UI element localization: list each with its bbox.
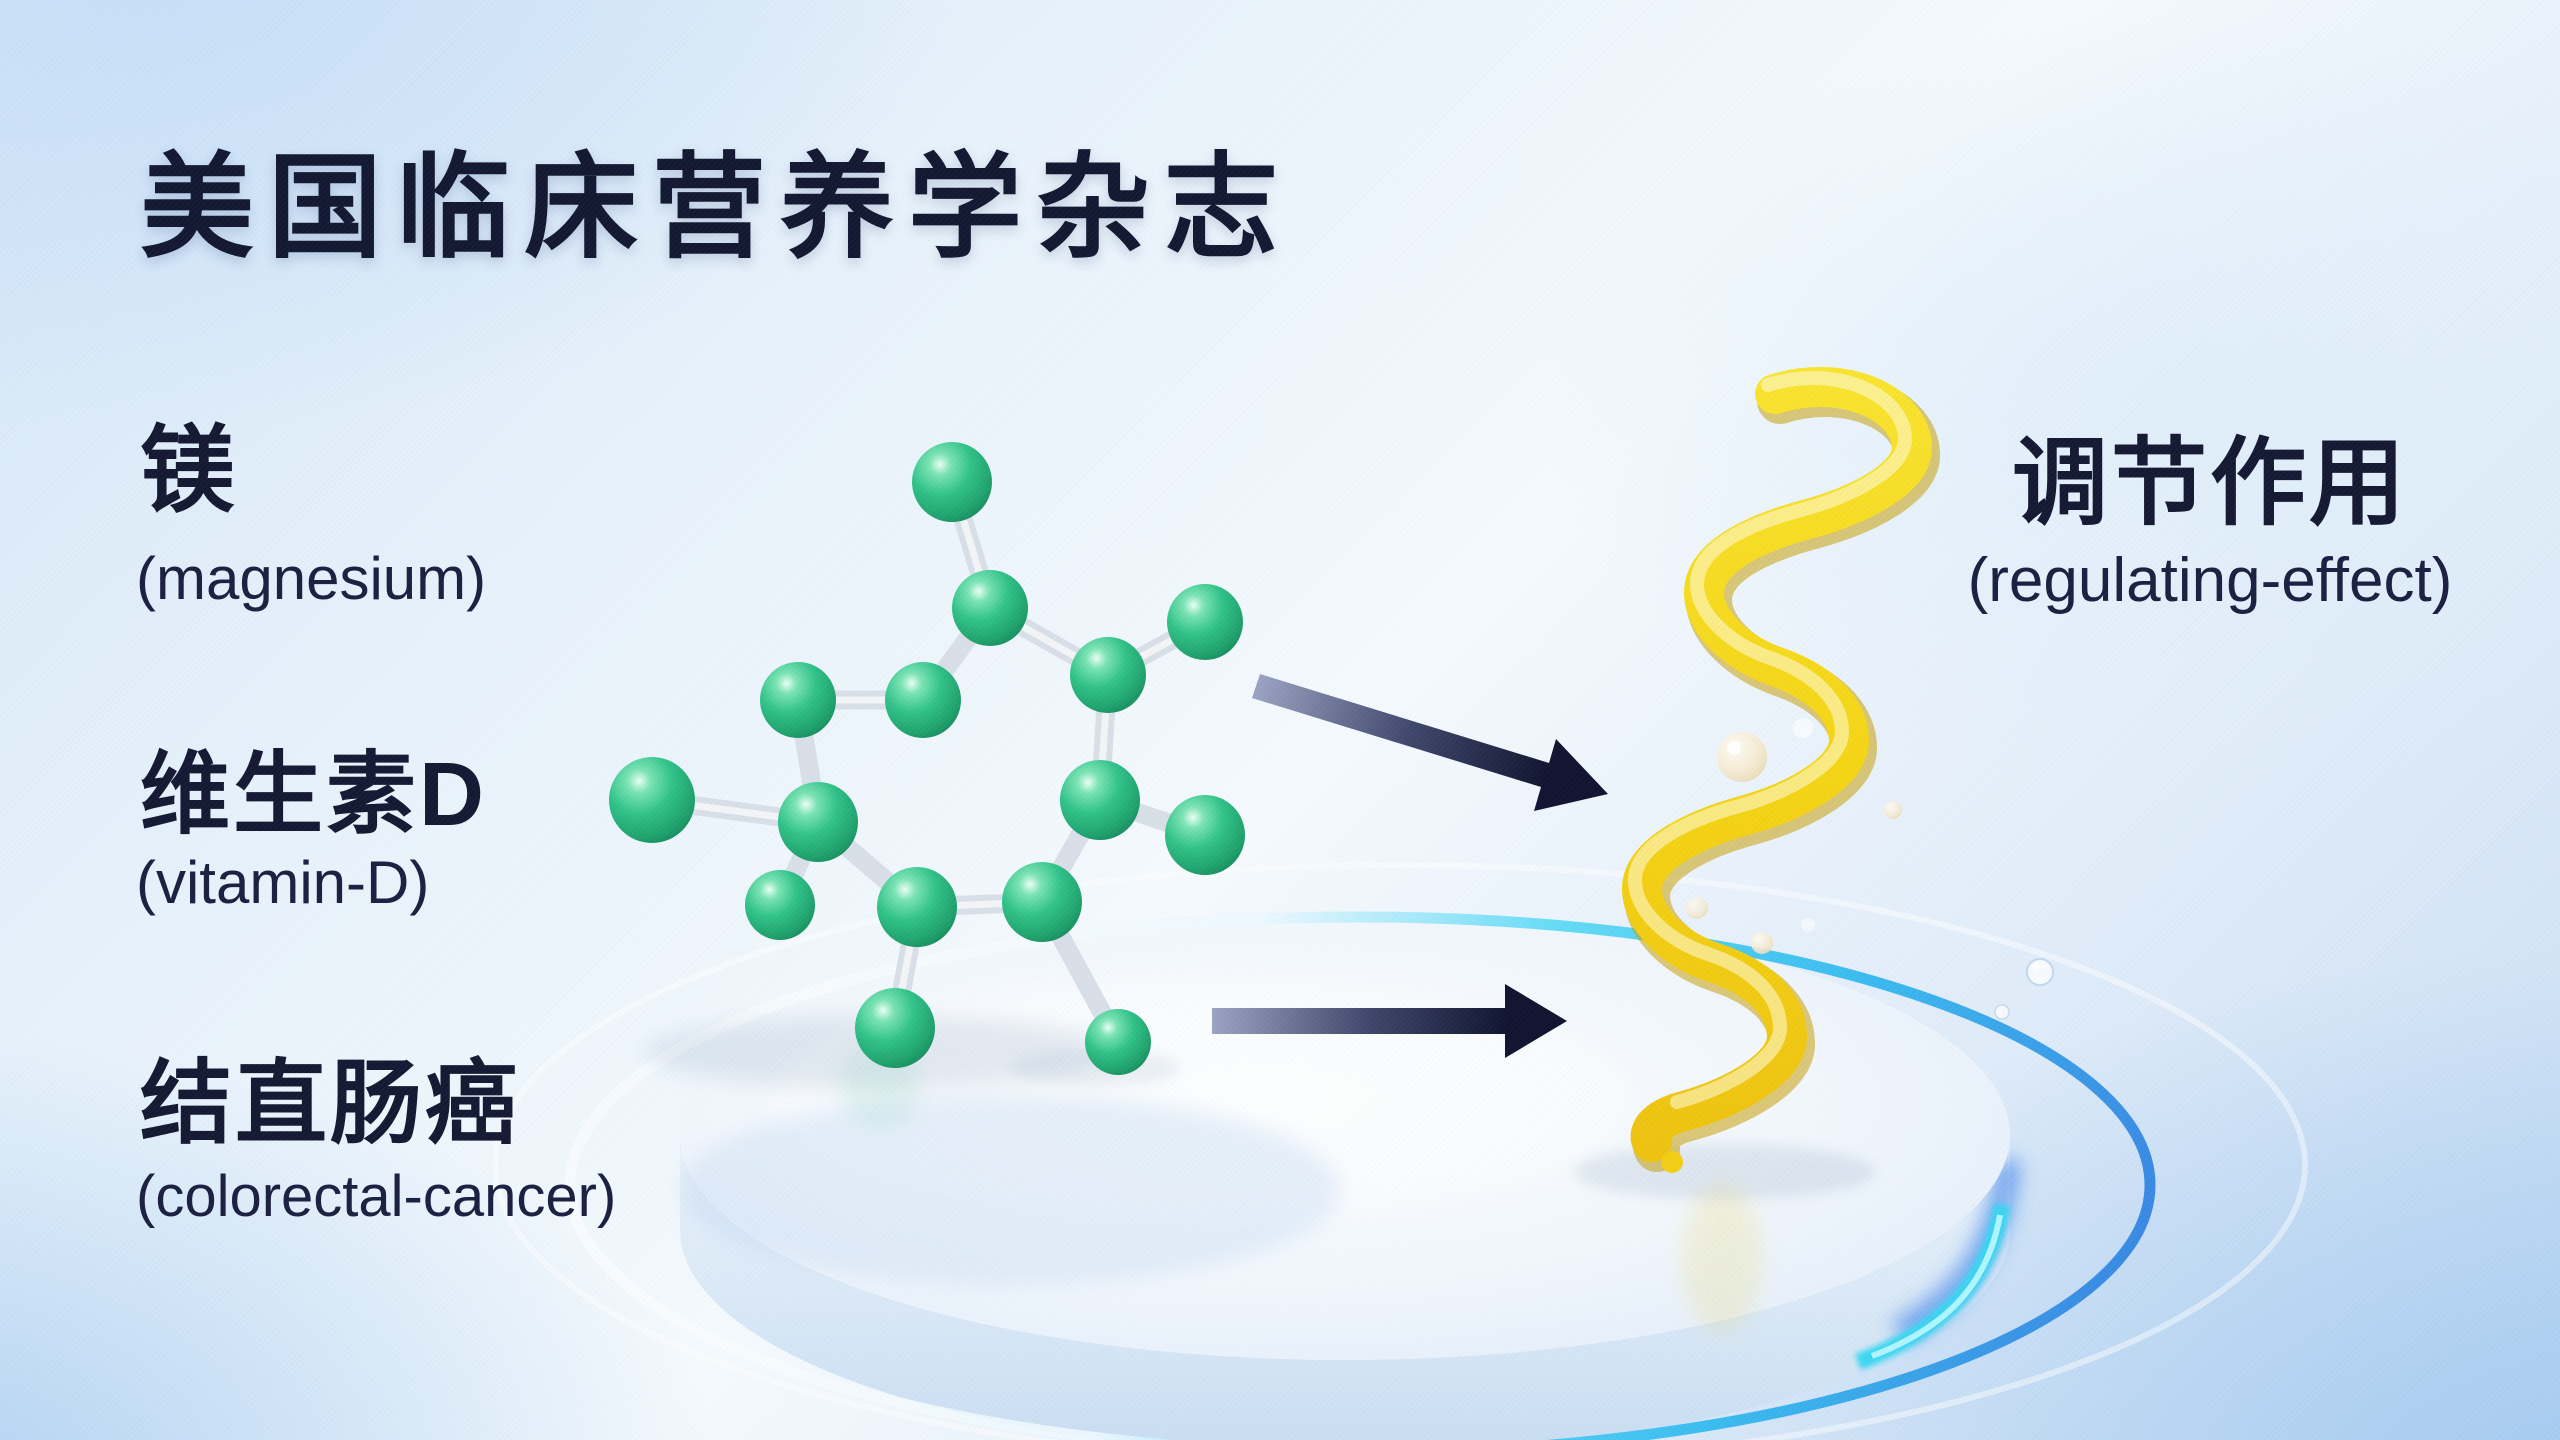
label-vitamin-d-en: (vitamin-D) xyxy=(136,849,430,916)
molecule-atoms xyxy=(609,442,1245,1075)
arrow-right-icon xyxy=(1212,984,1567,1058)
bubbles xyxy=(1686,718,1902,954)
platform-disc xyxy=(492,862,2308,1440)
label-magnesium-en: (magnesium) xyxy=(136,545,487,612)
platform-outer-faint-ring xyxy=(492,862,2308,1440)
molecule-illustration xyxy=(609,442,1245,1075)
arrow-diagonal-icon xyxy=(1252,674,1608,811)
label-magnesium-zh: 镁 xyxy=(140,418,239,524)
helix-droplet xyxy=(1661,1151,1683,1173)
helix-ribbon xyxy=(1622,367,1932,1162)
arrows xyxy=(1212,674,1608,1058)
platform-cyan-highlight xyxy=(1870,1214,2003,1359)
label-regulating-effect-group: 调节作用 (regulating-effect) xyxy=(1880,0,2540,612)
platform-outer-ring xyxy=(564,911,2156,1440)
water-droplet xyxy=(1994,958,2054,1020)
page-title: 美国临床营养学杂志 xyxy=(140,145,1293,272)
helix-sheen xyxy=(1627,370,1913,1109)
platform-wall xyxy=(680,1135,2010,1440)
helix-ribbon-illustration xyxy=(1622,367,1940,1173)
label-vitamin-d-zh: 维生素D xyxy=(140,745,487,845)
label-colorectal-cancer-en: (colorectal-cancer) xyxy=(136,1164,617,1229)
label-regulating-effect-en: (regulating-effect) xyxy=(1967,546,2453,615)
label-regulating-effect-zh: 调节作用 xyxy=(2012,430,2408,537)
label-colorectal-cancer-zh: 结直肠癌 xyxy=(140,1053,521,1155)
helix-reflection-yellow xyxy=(1682,1183,1762,1333)
platform-face-blue-tint xyxy=(680,1095,1340,1285)
